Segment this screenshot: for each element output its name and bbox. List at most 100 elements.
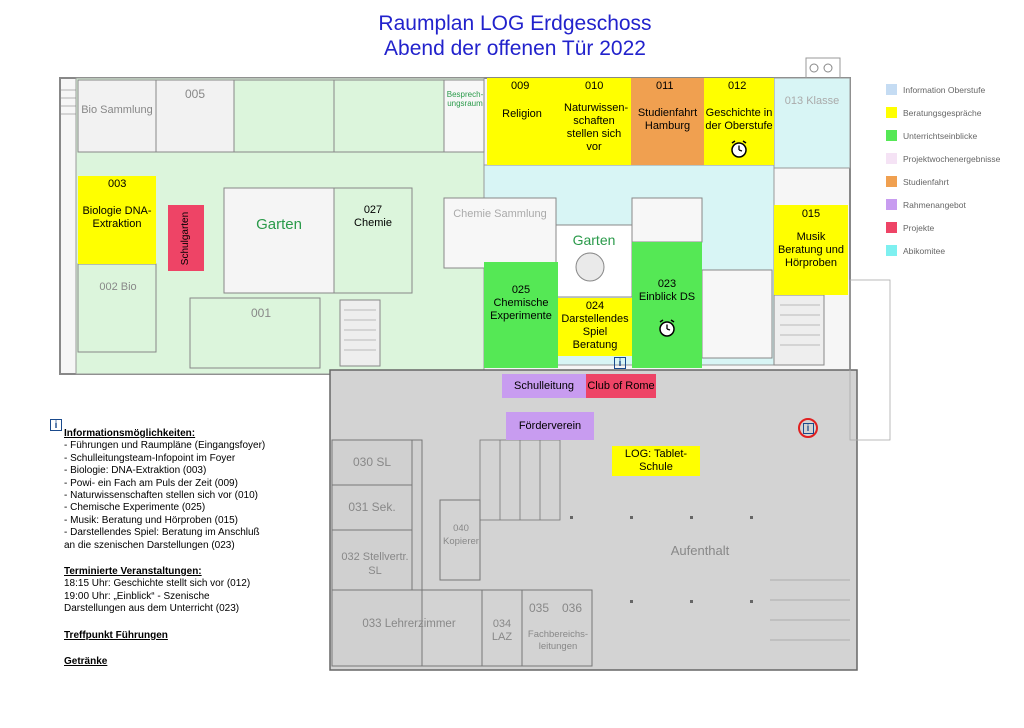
room-010[interactable]: 010 Naturwissen-schaften stellen sich vo… (557, 78, 631, 165)
info-item: - Schulleitungsteam-Infopoint im Foyer (64, 452, 236, 464)
info-item: - Führungen und Raumpläne (Eingangsfoyer… (64, 440, 266, 452)
legend-item: Rahmenangebot (886, 193, 1024, 216)
legend-label: Information Oberstufe (903, 84, 986, 95)
info-panel: i Informationsmöglichkeiten: - Führungen… (50, 419, 334, 669)
legend-item: Abikomitee (886, 239, 1024, 262)
legend-swatch (886, 153, 897, 164)
legend-label: Projekte (903, 222, 935, 233)
room-030: 030 SL (352, 455, 392, 469)
legend-swatch (886, 107, 897, 118)
room-027-number: 027 (363, 204, 383, 216)
room-027[interactable]: 027 Chemie (336, 200, 410, 234)
room-023-number: 023 (657, 278, 677, 290)
room-032: 032 Stellvertr. SL (341, 551, 409, 577)
info-point-024[interactable]: i (613, 356, 627, 370)
event-item: 18:15 Uhr: Geschichte stellt sich vor (0… (64, 578, 251, 590)
room-025[interactable]: 025 Chemische Experimente (484, 262, 558, 368)
getraenke: Getränke (64, 656, 108, 668)
legend-label: Abikomitee (903, 245, 946, 256)
room-036: 036 (561, 600, 583, 615)
legend-swatch (886, 222, 897, 233)
room-012-number: 012 (728, 80, 747, 92)
info-icon: i (614, 357, 626, 369)
room-015[interactable]: 015 Musik Beratung und Hörproben (774, 205, 848, 295)
events-list: 18:15 Uhr: Geschichte stellt sich vor (0… (64, 578, 334, 615)
legend-label: Unterrichtseinblicke (903, 130, 978, 141)
room-fachbereichsleitungen: Fachbereichs-leitungen (527, 629, 589, 652)
legend-label: Rahmenangebot (903, 199, 966, 210)
room-015-label: Musik Beratung und Hörproben (777, 231, 845, 269)
room-011-label: Studienfahrt Hamburg (637, 107, 698, 132)
room-005: 005 (184, 86, 206, 101)
room-003-label: Biologie DNA-Extraktion (82, 205, 152, 230)
room-035: 035 (528, 600, 550, 615)
info-icon: i (802, 422, 814, 434)
legend-swatch (886, 199, 897, 210)
room-023[interactable]: 023 Einblick DS (632, 242, 702, 368)
map-subtitle: Abend der offenen Tür 2022 (384, 37, 646, 60)
room-025-label: Chemische Experimente (490, 297, 552, 322)
legend-item: Studienfahrt (886, 170, 1024, 193)
room-024-number: 024 (585, 300, 605, 312)
legend-swatch (886, 130, 897, 141)
info-point-foyer[interactable]: i (798, 418, 818, 438)
room-025-number: 025 (511, 284, 531, 296)
legend-swatch (886, 176, 897, 187)
info-item: - Darstellendes Spiel: Beratung im Ansch… (64, 527, 260, 539)
room-027-label: Chemie (354, 217, 392, 229)
room-013: 013 Klasse (776, 82, 848, 120)
legend-item: Beratungsgespräche (886, 101, 1024, 124)
garten-west: Garten (256, 215, 302, 233)
room-003[interactable]: 003 Biologie DNA-Extraktion (78, 176, 156, 264)
treffpunkt-fuehrungen: Treffpunkt Führungen (64, 629, 168, 641)
legend-item: Information Oberstufe (886, 78, 1024, 101)
room-040: 040 Kopierer (443, 523, 479, 547)
room-besprechungsraum: Besprech-ungsraum (446, 90, 484, 108)
info-item: - Biologie: DNA-Extraktion (003) (64, 465, 207, 477)
info-item: an die szenischen Darstellungen (023) (64, 539, 235, 551)
info-item: - Naturwissenschaften stellen sich vor (… (64, 490, 258, 502)
legend-swatch (886, 84, 897, 95)
area-club-of-rome[interactable]: Club of Rome (586, 374, 656, 398)
legend-item: Projekte (886, 216, 1024, 239)
room-024-label: Darstellendes Spiel Beratung (561, 313, 629, 351)
room-012[interactable]: 012 Geschichte in der Oberstufe (704, 78, 774, 165)
room-031: 031 Sek. (348, 500, 396, 514)
info-heading: Informationsmöglichkeiten: (64, 428, 196, 439)
room-009-label: Religion (502, 108, 542, 120)
room-009[interactable]: 009 Religion (487, 78, 557, 165)
room-009-number: 009 (511, 80, 530, 92)
legend-item: Unterrichtseinblicke (886, 124, 1024, 147)
legend-swatch (886, 245, 897, 256)
area-log-tablet-schule[interactable]: LOG: Tablet-Schule (612, 446, 700, 476)
room-011-number: 011 (656, 80, 674, 92)
info-icon: i (50, 419, 62, 431)
room-chemie-sammlung: Chemie Sammlung (453, 207, 547, 220)
room-012-label: Geschichte in der Oberstufe (705, 107, 773, 132)
room-schulgarten[interactable]: Schulgarten (168, 205, 204, 271)
events-heading: Terminierte Veranstaltungen: (64, 566, 202, 578)
info-item: - Musik: Beratung und Hörproben (015) (64, 514, 238, 526)
room-011[interactable]: 011 Studienfahrt Hamburg (631, 78, 704, 165)
alarm-clock-icon (731, 140, 747, 158)
info-item: - Chemische Experimente (025) (64, 502, 206, 514)
room-002: 002 Bio (99, 280, 137, 293)
room-015-number: 015 (801, 208, 821, 220)
info-item: - Powi- ein Fach am Puls der Zeit (009) (64, 477, 238, 489)
schulgarten-label: Schulgarten (180, 211, 192, 265)
room-024[interactable]: 024 Darstellendes Spiel Beratung (558, 298, 632, 356)
legend-item: Projektwochenergebnisse (886, 147, 1024, 170)
info-list: - Führungen und Raumpläne (Eingangsfoyer… (64, 440, 334, 552)
room-001: 001 (250, 305, 272, 320)
area-schulleitung[interactable]: Schulleitung (502, 374, 586, 398)
area-aufenthalt: Aufenthalt (670, 542, 730, 558)
legend-label: Projektwochenergebnisse (903, 153, 1001, 164)
map-title: Raumplan LOG Erdgeschoss (378, 12, 652, 35)
event-item: Darstellungen aus dem Unterricht (023) (64, 603, 240, 615)
legend-label: Studienfahrt (903, 176, 949, 187)
room-bio-sammlung: Bio Sammlung (81, 103, 153, 116)
room-003-number: 003 (108, 178, 127, 190)
area-foerderverein[interactable]: Förderverein (506, 412, 594, 440)
room-023-label: Einblick DS (638, 291, 696, 303)
